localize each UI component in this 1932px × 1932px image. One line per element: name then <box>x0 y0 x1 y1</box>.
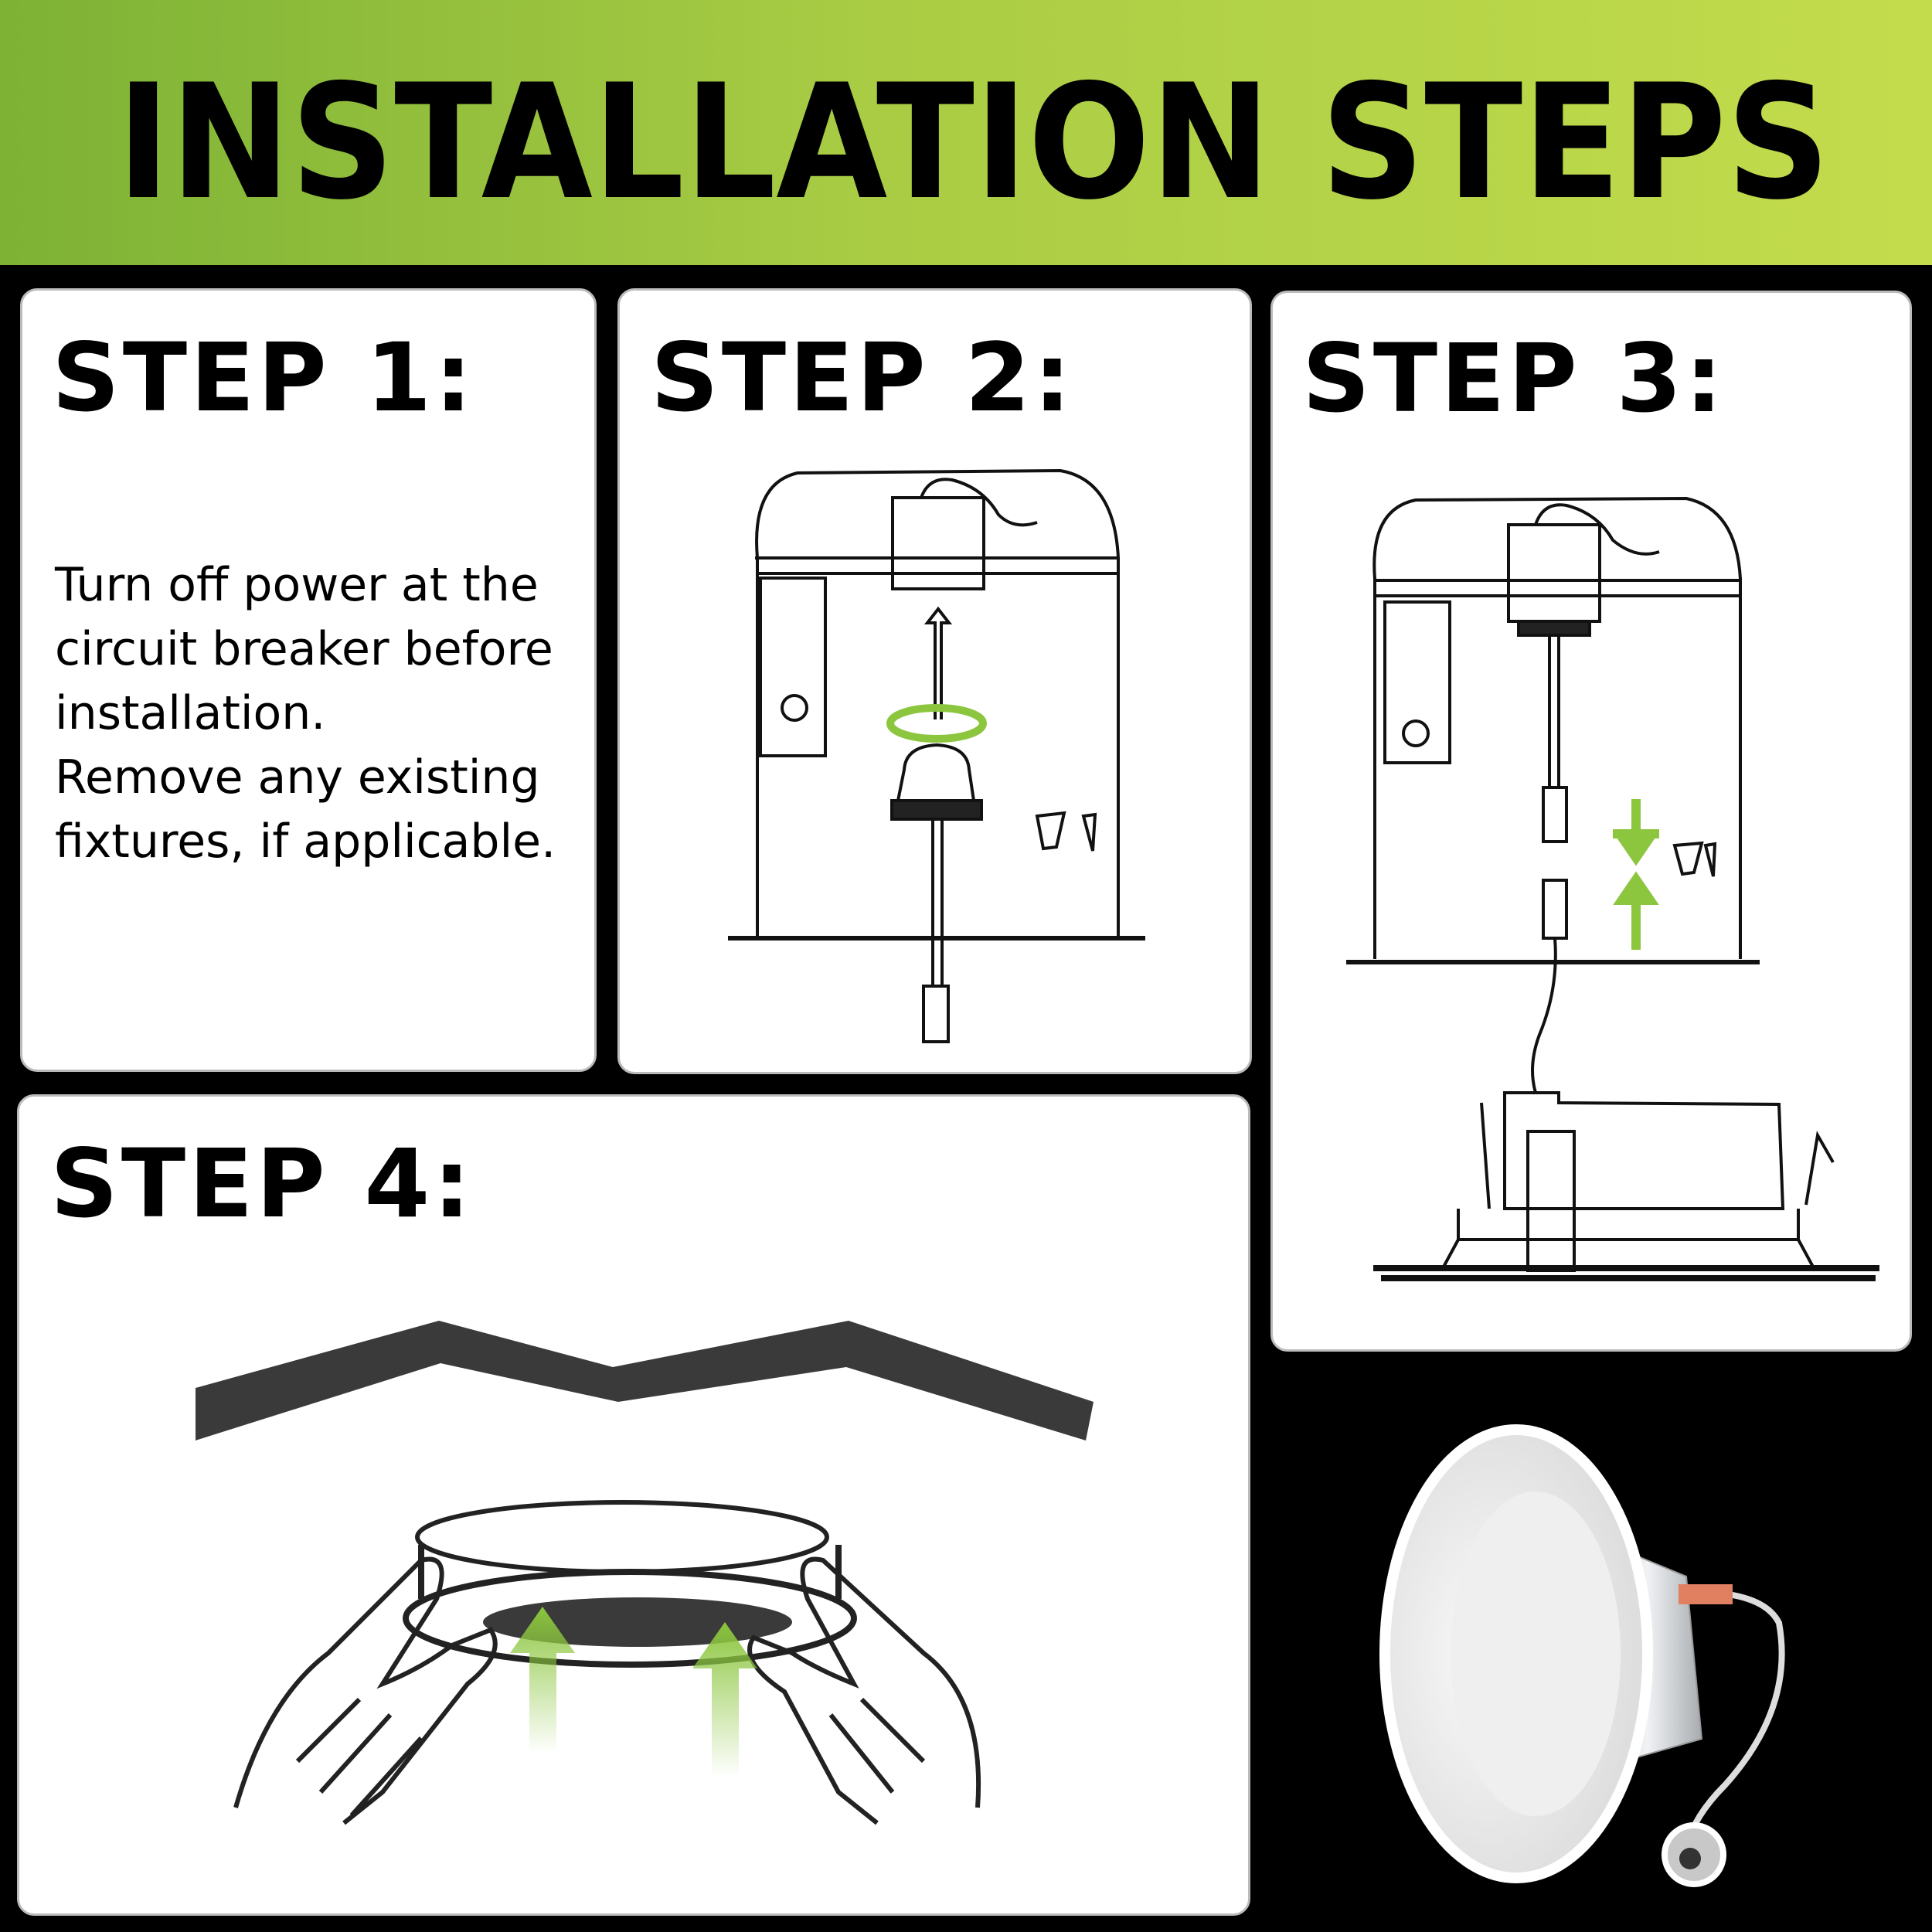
page-title: INSTALLATION STEPS <box>117 51 1830 235</box>
up-arrow-icon <box>692 1622 757 1777</box>
instruction-line: circuit breaker before <box>55 622 553 676</box>
connector-wiring-illustration <box>1346 496 1879 1281</box>
step-4-panel: STEP 4: <box>17 1094 1250 1916</box>
downlight-product-image <box>1379 1424 1785 1887</box>
instruction-line: fixtures, if applicable. <box>55 815 556 869</box>
step-3-title: STEP 3: <box>1302 324 1726 434</box>
header-title-svg: INSTALLATION STEPS <box>117 51 1830 235</box>
instruction-line: Remove any existing <box>55 750 540 804</box>
up-arrow-icon <box>510 1607 575 1753</box>
step-1-instructions: Turn off power at the circuit breaker be… <box>55 553 611 874</box>
recessed-housing-illustration <box>728 468 1145 1043</box>
step-3-panel: STEP 3: <box>1270 291 1912 1352</box>
ceiling-install-illustration <box>196 1321 1094 1825</box>
header-banner: INSTALLATION STEPS <box>0 0 1932 265</box>
step-1-title: STEP 1: <box>52 323 475 433</box>
instruction-line: installation. <box>55 686 326 740</box>
step-2-title: STEP 2: <box>651 323 1074 433</box>
ceiling-shape <box>196 1321 1094 1440</box>
instruction-line: Turn off power at the <box>55 558 539 612</box>
step-4-title: STEP 4: <box>50 1129 474 1239</box>
step-2-panel: STEP 2: <box>617 288 1252 1074</box>
step-1-panel: STEP 1: Turn off power at the circuit br… <box>20 288 597 1072</box>
